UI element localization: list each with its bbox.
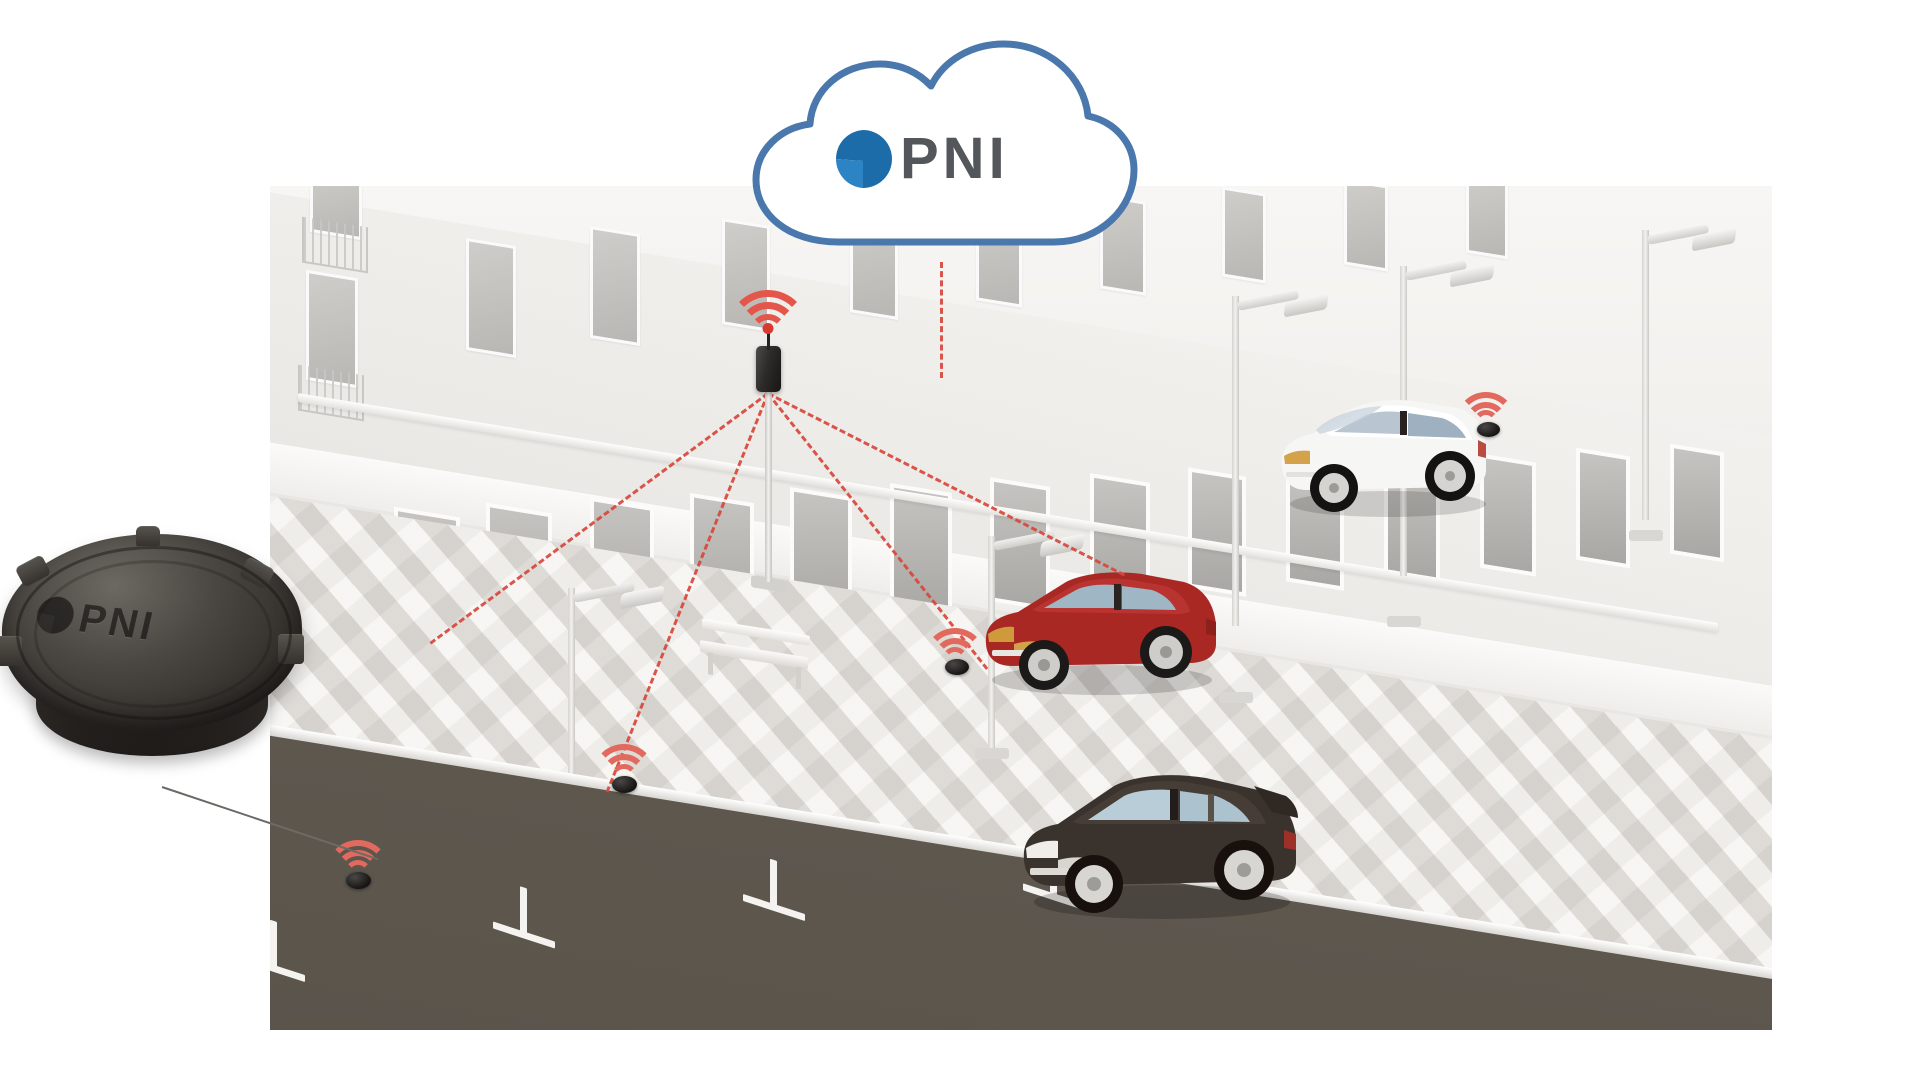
lamp-pole (1232, 296, 1239, 626)
sensor-puck-ridge (34, 560, 272, 708)
sensor-puck-logo: PNI (28, 585, 259, 667)
bench-leg (708, 652, 713, 676)
shopfront-window (1670, 443, 1724, 563)
lamp-base (1629, 530, 1663, 541)
cloud-shape (752, 40, 1138, 246)
sensor-puck-tab (136, 526, 160, 546)
lamp-pole (1642, 230, 1649, 520)
sensor-puck (346, 872, 371, 889)
window (1222, 186, 1266, 284)
sensor-puck-ridge (16, 546, 292, 720)
sensor-puck (945, 659, 969, 675)
lamp-pole (568, 588, 575, 824)
pni-cloud: PNI (742, 34, 1142, 262)
window (1344, 186, 1388, 272)
parked-car-white (1272, 384, 1502, 524)
window (590, 225, 640, 347)
shopfront-window (1576, 447, 1630, 569)
window (1466, 186, 1508, 260)
lamp-base (975, 748, 1009, 759)
moving-car-dark (1010, 756, 1310, 926)
gateway-enclosure (756, 346, 781, 392)
lamp-base (1219, 692, 1253, 703)
uplink-gateway-to-cloud (940, 262, 943, 378)
gateway-antenna-stalk (767, 326, 770, 350)
gateway-pole (765, 386, 772, 582)
pni-logo: PNI (832, 128, 1009, 190)
pni-logo-text: PNI (900, 126, 1009, 191)
window (466, 237, 516, 359)
sensor-puck-logo-text: PNI (74, 596, 160, 649)
street-scene (270, 186, 1772, 1030)
lamp-base (1387, 616, 1421, 627)
parked-car-red (970, 552, 1230, 702)
pni-pie-mark (832, 128, 894, 190)
sensor-puck (612, 776, 637, 793)
pni-pie-mark-embossed (30, 593, 79, 637)
sensor-puck (1477, 422, 1500, 437)
parking-sensor-puck: PNI (0, 520, 379, 861)
bench-leg (796, 666, 801, 690)
